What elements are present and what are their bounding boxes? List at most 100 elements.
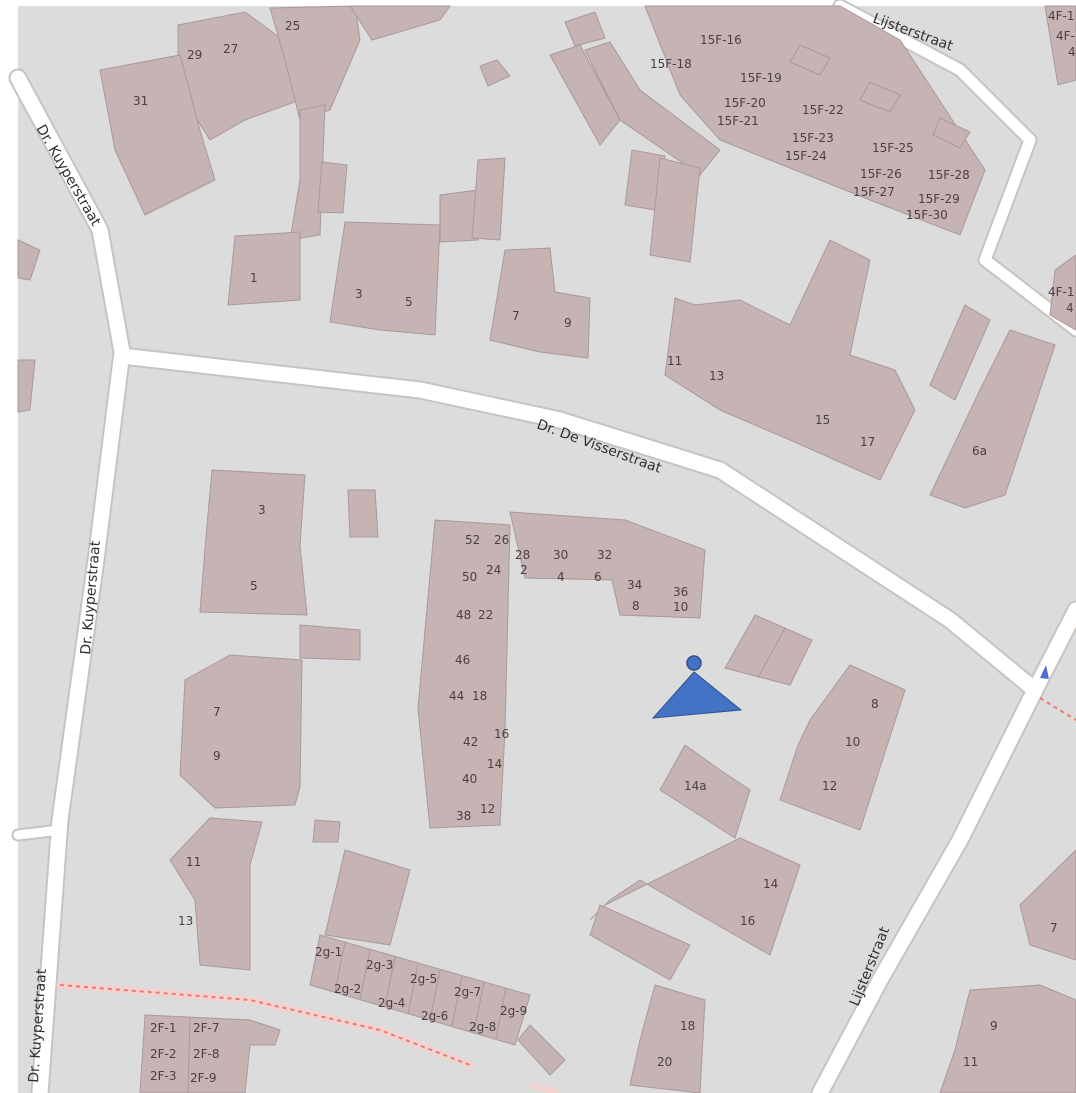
house-number: 44: [449, 689, 464, 703]
house-number: 4F-: [1056, 29, 1075, 43]
house-number: 52: [465, 533, 480, 547]
house-number: 2g-2: [334, 982, 361, 996]
house-number: 7: [512, 309, 520, 323]
house-number: 50: [462, 570, 477, 584]
house-number: 2: [520, 563, 528, 577]
road-dr-kuyperstraat: [10, 70, 130, 1093]
map-border-left: [0, 0, 18, 1093]
road-lijsterstraat-top: [834, 0, 1076, 336]
house-number: 15: [815, 413, 830, 427]
house-number: 11: [186, 855, 201, 869]
road-dr-de-visserstraat: [114, 348, 1043, 698]
buildings: [17, 5, 1076, 1093]
house-number: 16: [740, 914, 755, 928]
house-number: 6a: [972, 444, 987, 458]
house-number: 2F-8: [193, 1047, 220, 1061]
house-number: 15F-19: [740, 71, 782, 85]
house-number: 15F-27: [853, 185, 895, 199]
house-number: 2g-7: [454, 985, 481, 999]
house-number: 34: [627, 578, 642, 592]
house-number: 2F-1: [150, 1021, 177, 1035]
house-number: 46: [455, 653, 470, 667]
house-number: 29: [187, 48, 202, 62]
house-number: 15F-21: [717, 114, 759, 128]
house-number: 4: [557, 570, 565, 584]
house-number: 22: [478, 608, 493, 622]
house-numbers: 25 29 27 31 1 3 5 7 9 11 13 15 17 6a 15F…: [133, 9, 1076, 1085]
house-number: 15F-29: [918, 192, 960, 206]
house-number: 15F-20: [724, 96, 766, 110]
house-number: 4: [1066, 301, 1074, 315]
house-number: 2g-6: [421, 1009, 448, 1023]
house-number: 15F-16: [700, 33, 742, 47]
house-number: 12: [480, 802, 495, 816]
house-number: 18: [680, 1019, 695, 1033]
house-number: 18: [472, 689, 487, 703]
house-number: 42: [463, 735, 478, 749]
house-number: 27: [223, 42, 238, 56]
house-number: 7: [1050, 921, 1058, 935]
house-number: 15F-23: [792, 131, 834, 145]
house-number: 2F-7: [193, 1021, 220, 1035]
house-number: 17: [860, 435, 875, 449]
house-number: 31: [133, 94, 148, 108]
house-number: 10: [673, 600, 688, 614]
house-number: 8: [871, 697, 879, 711]
house-number: 13: [709, 369, 724, 383]
house-number: 15F-24: [785, 149, 827, 163]
house-number: 36: [673, 585, 688, 599]
house-number: 12: [822, 779, 837, 793]
house-number: 14a: [684, 779, 707, 793]
house-number: 16: [494, 727, 509, 741]
house-number: 15F-30: [906, 208, 948, 222]
house-number: 38: [456, 809, 471, 823]
house-number: 28: [515, 548, 530, 562]
house-number: 9: [564, 316, 572, 330]
road-side-left: [13, 825, 65, 840]
house-number: 10: [845, 735, 860, 749]
location-marker-icon[interactable]: [651, 655, 743, 719]
house-number: 2F-3: [150, 1069, 177, 1083]
house-number: 20: [657, 1055, 672, 1069]
house-number: 25: [285, 19, 300, 33]
house-number: 3: [258, 503, 266, 517]
house-number: 32: [597, 548, 612, 562]
house-number: 14: [487, 757, 502, 771]
house-number: 9: [213, 749, 221, 763]
house-number: 24: [486, 563, 501, 577]
house-number: 4: [1068, 45, 1076, 59]
house-number: 2g-9: [500, 1004, 527, 1018]
house-number: 15F-18: [650, 57, 692, 71]
house-number: 15F-22: [802, 103, 844, 117]
house-number: 4F-1: [1048, 9, 1075, 23]
house-number: 2g-3: [366, 958, 393, 972]
house-number: 40: [462, 772, 477, 786]
house-number: 9: [990, 1019, 998, 1033]
house-number: 48: [456, 608, 471, 622]
house-number: 2F-9: [190, 1071, 217, 1085]
street-label-dr-kuyperstraat-bottom: Dr. Kuyperstraat: [26, 968, 50, 1084]
house-number: 5: [405, 295, 413, 309]
house-number: 2g-8: [469, 1020, 496, 1034]
house-number: 14: [763, 877, 778, 891]
house-number: 2g-1: [315, 945, 342, 959]
house-number: 6: [594, 570, 602, 584]
map-border-top: [0, 0, 1076, 6]
house-number: 30: [553, 548, 568, 562]
house-number: 26: [494, 533, 509, 547]
house-number: 15F-28: [928, 168, 970, 182]
road-lijsterstraat-south: [812, 682, 1043, 1093]
house-number: 15F-26: [860, 167, 902, 181]
house-number: 3: [355, 287, 363, 301]
house-number: 7: [213, 705, 221, 719]
house-number: 11: [667, 354, 682, 368]
house-number: 15F-25: [872, 141, 914, 155]
house-number: 13: [178, 914, 193, 928]
oneway-arrow-icon: [1040, 665, 1049, 679]
house-number: 2F-2: [150, 1047, 177, 1061]
house-number: 1: [250, 271, 258, 285]
house-number: 4F-1: [1048, 285, 1075, 299]
house-number: 8: [632, 599, 640, 613]
house-number: 5: [250, 579, 258, 593]
